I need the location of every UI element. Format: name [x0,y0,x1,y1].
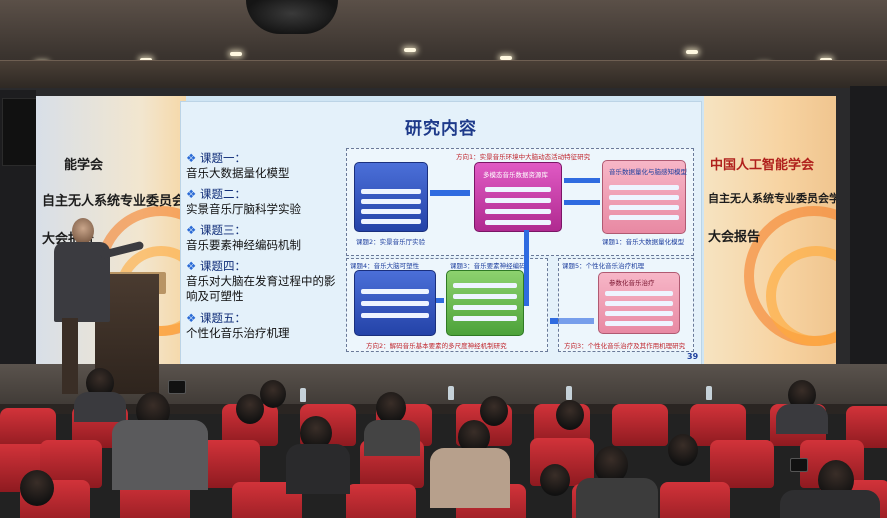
wall-speaker [2,98,42,166]
ceiling-light [230,52,242,56]
slide-title: 研究内容 [405,119,477,139]
audience-member [668,434,698,466]
neural-encoding-node [446,270,524,336]
topic-heading: 课题四： [199,259,246,273]
box-label-t3: 课题3：音乐要素神经编码 [450,262,526,270]
topic-item: ❖ 课题二： 实景音乐厅脑科学实验 [186,186,346,217]
arrow-icon [564,200,600,205]
center-node-label: 多模态音乐数据资源库 [483,171,548,179]
slide-page-number: 39 [687,352,699,361]
bullet-icon: ❖ [186,259,200,273]
ceiling-lamp [246,0,338,34]
water-bottle [300,388,306,402]
presenter [50,218,145,398]
topic-heading: 课题二： [199,187,246,201]
right-node-label: 音乐数据量化与脑感知模型 [609,168,687,176]
auditorium-seat [710,440,774,488]
arrow-icon [524,230,529,306]
arrow-icon [430,190,470,196]
bullet-icon: ❖ [186,223,200,237]
auditorium-seat [660,482,730,518]
topic-heading: 课题三： [199,223,246,237]
box-label-t4: 课题4：音乐大脑可塑性 [350,262,420,270]
research-diagram: 方向1：实景音乐环境中大脑动态活动特征研究 课题2：实景音乐厅实验 多模态音乐数… [346,148,696,353]
audience-member [480,396,508,426]
ceiling-light [686,50,698,54]
topic-text: 实景音乐厅脑科学实验 [186,202,301,216]
phone-icon [168,380,186,394]
right-banner-line: 自主无人系统专业委员会学术年会 [708,192,836,205]
audience-member [540,464,570,496]
therapy-node-label: 参数化音乐治疗 [609,279,655,287]
right-pillar [850,86,887,396]
topic-item: ❖ 课题四： 音乐对大脑在发育过程中的影响及可塑性 [186,258,338,304]
right-banner-line: 大会报告 [708,230,761,245]
topic-item: ❖ 课题五： 个性化音乐治疗机理 [186,310,346,341]
topic-text: 音乐要素神经编码机制 [186,238,301,252]
decorative-swirl [766,246,836,346]
auditorium-seat [612,404,668,446]
audience-member [20,470,54,506]
box-label-t2: 课题2：实景音乐厅实验 [356,238,426,246]
ceiling-light [404,48,416,52]
bullet-icon: ❖ [186,311,200,325]
box-label-t5: 课题5：个性化音乐治疗机理 [562,262,645,270]
arrow-icon [436,298,444,303]
topic-item: ❖ 课题一： 音乐大数据量化模型 [186,150,346,181]
arrow-icon [564,178,600,183]
plasticity-node [354,270,436,336]
direction2-label: 方向2：解码音乐基本要素的多尺度神经机制研究 [366,342,507,350]
direction3-label: 方向3：个性化音乐治疗及其作用机理研究 [564,342,686,350]
audience-member [556,400,584,430]
topic-heading: 课题五： [199,311,246,325]
stage-edge [0,404,887,414]
decorative-swirl [744,206,836,346]
topic-text: 音乐对大脑在发育过程中的影响及可塑性 [186,274,336,303]
bullet-icon: ❖ [186,187,200,201]
direction1-label: 方向1：实景音乐环境中大脑动态活动特征研究 [456,153,591,161]
data-resource-node: 多模态音乐数据资源库 [474,162,562,232]
led-screen: 能学会 自主无人系统专业委员会学术年会 大会报告 中国人工智能学会 自主无人系统… [36,96,836,364]
hall-experiment-node [354,162,428,232]
therapy-node: 参数化音乐治疗 [598,272,680,334]
quantification-model-node: 音乐数据量化与脑感知模型 [602,160,687,234]
auditorium-seat [346,484,416,518]
right-banner-line: 中国人工智能学会 [710,158,815,173]
water-bottle [706,386,712,400]
bullet-icon: ❖ [186,151,200,165]
audience-member [594,446,628,484]
presentation-slide: 研究内容 ❖ 课题一： 音乐大数据量化模型 ❖ 课题二： 实景音乐厅脑科学实验 … [181,102,701,364]
ceiling [0,0,887,92]
audience-member [236,394,264,424]
water-bottle [566,386,572,400]
phone-icon [790,458,808,472]
topic-item: ❖ 课题三： 音乐要素神经编码机制 [186,222,346,253]
arrow-icon [550,318,594,324]
audience-member [260,380,286,408]
topic-heading: 课题一： [199,151,246,165]
topic-text: 音乐大数据量化模型 [186,166,290,180]
ceiling-band [0,60,887,89]
auditorium-seat [690,404,746,446]
box-label-t1: 课题1：音乐大数据量化模型 [602,238,685,246]
left-banner-line: 能学会 [64,158,104,173]
ceiling-light [500,56,512,60]
water-bottle [448,386,454,400]
audience-member [376,392,406,424]
right-banner: 中国人工智能学会 自主无人系统专业委员会学术年会 大会报告 [704,96,836,364]
topic-text: 个性化音乐治疗机理 [186,326,290,340]
